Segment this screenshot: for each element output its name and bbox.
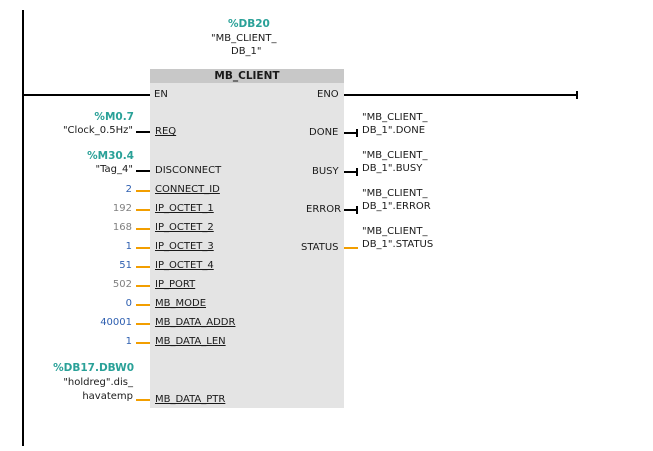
req-wire[interactable] [136,131,150,133]
error-operand-line1[interactable]: "MB_CLIENT_ [362,188,428,199]
left-power-rail [22,10,24,446]
ip-octet-2-wire[interactable] [136,228,150,230]
instance-db-address[interactable]: %DB20 [228,18,270,30]
pin-eno: ENO [317,89,339,100]
done-operand-line1[interactable]: "MB_CLIENT_ [362,112,428,123]
ip-octet-3-value[interactable]: 1 [125,241,132,252]
instance-db-name-line2[interactable]: DB_1" [231,46,262,57]
mb-data-len-wire[interactable] [136,342,150,344]
mb-data-ptr-operand-address[interactable]: %DB17.DBW0 [53,362,134,374]
pin-ip-octet-4: IP_OCTET_4 [155,260,214,271]
pin-req: REQ [155,126,177,137]
en-wire[interactable] [24,94,150,96]
busy-operand-line2[interactable]: DB_1".BUSY [362,163,423,174]
pin-disconnect: DISCONNECT [155,165,222,176]
pin-mb-mode: MB_MODE [155,298,207,309]
error-operand-line2[interactable]: DB_1".ERROR [362,201,431,212]
ip-octet-2-value[interactable]: 168 [112,222,132,233]
mb-data-ptr-wire[interactable] [136,399,150,401]
pin-mb-data-len: MB_DATA_LEN [155,336,226,347]
busy-wire-end-icon [356,168,358,176]
pin-en: EN [154,89,168,100]
pin-connect-id: CONNECT_ID [155,184,220,195]
pin-busy: BUSY [312,166,339,177]
mb-mode-wire[interactable] [136,304,150,306]
pin-mb-data-ptr: MB_DATA_PTR [155,394,226,405]
req-operand-address[interactable]: %M0.7 [94,111,134,123]
status-wire[interactable] [344,247,358,249]
function-block-header[interactable] [150,69,344,83]
pin-ip-octet-2: IP_OCTET_2 [155,222,214,233]
mb-data-len-value[interactable]: 1 [125,336,132,347]
pin-ip-octet-1: IP_OCTET_1 [155,203,214,214]
connect-id-value[interactable]: 2 [125,184,132,195]
instance-db-name-line1[interactable]: "MB_CLIENT_ [211,33,277,44]
eno-wire-end-icon [576,91,578,99]
pin-mb-data-addr: MB_DATA_ADDR [155,317,236,328]
pin-ip-port: IP_PORT [155,279,196,290]
done-operand-line2[interactable]: DB_1".DONE [362,125,426,136]
ip-port-wire[interactable] [136,285,150,287]
done-wire[interactable] [344,132,358,134]
pin-status: STATUS [301,242,339,253]
eno-wire[interactable] [344,94,578,96]
mb-data-ptr-operand-tag-line2[interactable]: havatemp [82,391,133,402]
disconnect-operand-address[interactable]: %M30.4 [87,150,134,162]
disconnect-operand-tag[interactable]: "Tag_4" [95,164,134,175]
ip-port-value[interactable]: 502 [112,279,132,290]
error-wire[interactable] [344,209,358,211]
status-operand-line2[interactable]: DB_1".STATUS [362,239,434,250]
ip-octet-4-wire[interactable] [136,266,150,268]
pin-error: ERROR [306,204,342,215]
req-operand-tag[interactable]: "Clock_0.5Hz" [62,125,133,136]
status-operand-line1[interactable]: "MB_CLIENT_ [362,226,428,237]
function-block-body[interactable] [150,83,344,408]
done-wire-end-icon [356,129,358,137]
ip-octet-1-wire[interactable] [136,209,150,211]
mb-data-addr-wire[interactable] [136,323,150,325]
ip-octet-3-wire[interactable] [136,247,150,249]
mb-data-ptr-operand-tag-line1[interactable]: "holdreg".dis_ [63,377,133,388]
error-wire-end-icon [356,206,358,214]
pin-ip-octet-3: IP_OCTET_3 [155,241,214,252]
connect-id-wire[interactable] [136,190,150,192]
mb-mode-value[interactable]: 0 [125,298,132,309]
busy-operand-line1[interactable]: "MB_CLIENT_ [362,150,428,161]
mb-data-addr-value[interactable]: 40001 [100,317,132,328]
ip-octet-4-value[interactable]: 51 [119,260,132,271]
disconnect-wire[interactable] [136,170,150,172]
ip-octet-1-value[interactable]: 192 [112,203,132,214]
busy-wire[interactable] [344,171,358,173]
pin-done: DONE [309,127,339,138]
function-block-title: MB_CLIENT [214,70,280,82]
